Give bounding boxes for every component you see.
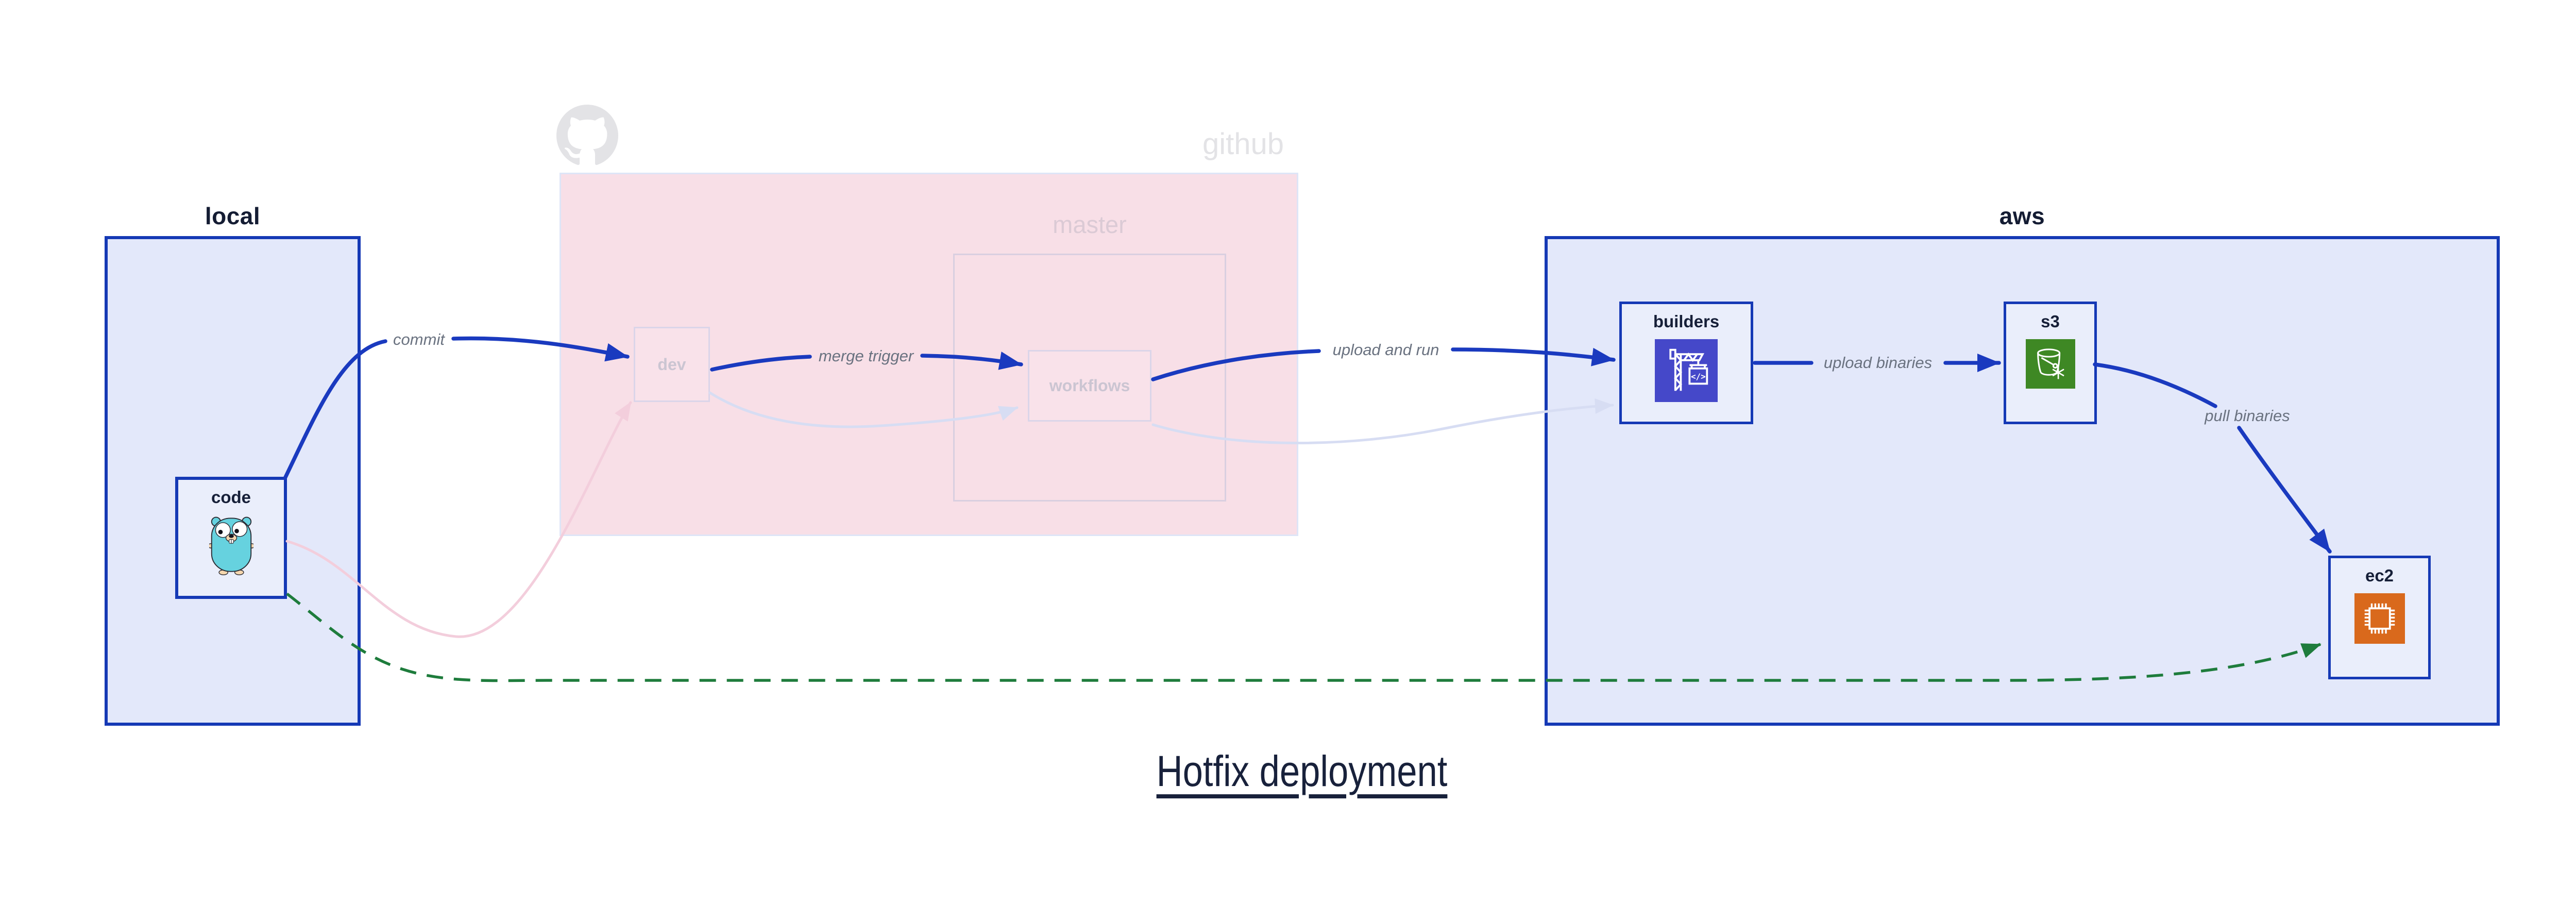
s3-glacier-bucket-icon xyxy=(2025,339,2075,389)
node-s3-label: s3 xyxy=(2041,312,2060,331)
node-builders: builders </> xyxy=(1619,302,1753,424)
node-workflows: workflows xyxy=(1028,350,1151,422)
node-workflows-label: workflows xyxy=(1049,376,1130,395)
group-aws-label: aws xyxy=(1999,203,2045,229)
node-ec2: ec2 xyxy=(2328,556,2431,679)
group-local-label: local xyxy=(205,203,261,229)
edge-label-upload-binaries: upload binaries xyxy=(1823,354,1933,372)
node-s3: s3 xyxy=(2004,302,2097,424)
node-dev-label: dev xyxy=(657,355,686,374)
diagram-title: Hotfix deployment xyxy=(1156,747,1448,795)
node-dev: dev xyxy=(634,327,710,402)
node-code-label: code xyxy=(211,488,251,507)
go-gopher-icon xyxy=(209,516,253,575)
node-code: code xyxy=(175,477,287,599)
group-master-label: master xyxy=(1053,211,1127,238)
node-ec2-label: ec2 xyxy=(2365,566,2394,585)
node-builders-label: builders xyxy=(1653,312,1720,331)
svg-text:</>: </> xyxy=(1691,372,1706,381)
edge-label-commit: commit xyxy=(393,330,445,348)
cpu-chip-icon xyxy=(2354,593,2405,644)
edge-label-merge-trigger: merge trigger xyxy=(818,347,914,365)
edge-label-upload-and-run: upload and run xyxy=(1332,341,1439,359)
codebuild-crane-icon: </> xyxy=(1655,339,1718,402)
edge-label-pull-binaries: pull binaries xyxy=(2205,407,2290,425)
github-octocat-icon xyxy=(556,105,618,165)
group-github-label: github xyxy=(1202,127,1284,161)
